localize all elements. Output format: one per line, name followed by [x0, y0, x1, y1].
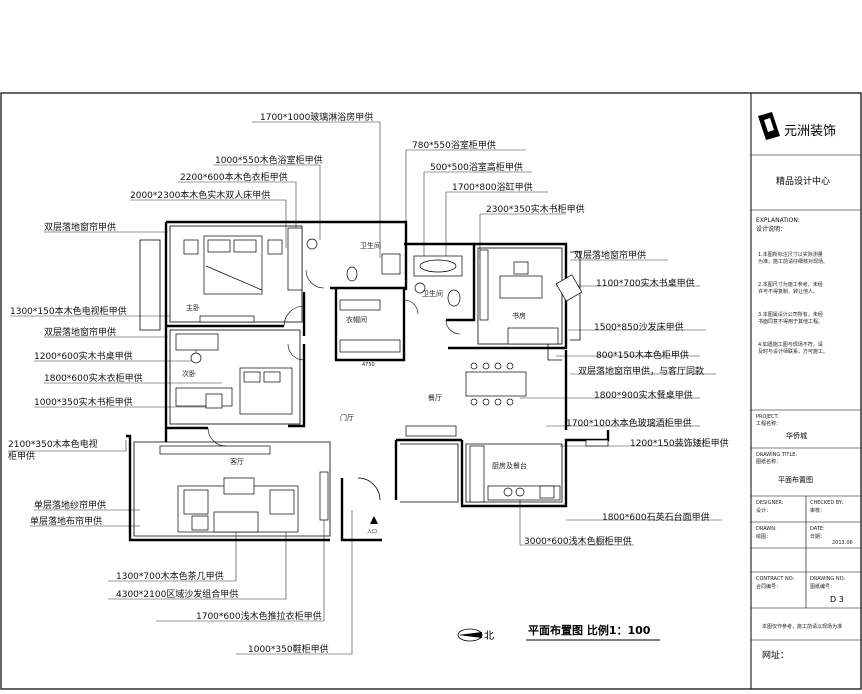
company-name: 元洲装饰	[784, 124, 836, 139]
room-hall: 门厅	[340, 413, 354, 422]
designer-label: DESIGNER:	[756, 500, 784, 506]
labels-left-6: 双层落地窗帘甲供	[44, 326, 116, 338]
labels-left-16: 1700*600浅木色推拉衣柜甲供	[196, 610, 322, 622]
date-cn: 日期：	[810, 534, 825, 540]
labels-left-13: 单层落地布帘甲供	[30, 515, 102, 527]
room-kitchen: 厨房及餐台	[492, 461, 527, 470]
checker-cn: 审核：	[810, 507, 825, 514]
room-master: 主卧	[186, 303, 200, 312]
project-name: 华侨城	[786, 431, 807, 440]
labels-left-8: 1800*600实木衣柜甲供	[44, 372, 143, 384]
labels-right-1: 1100*700实木书桌甲供	[596, 277, 695, 289]
project-cn: 工程名称：	[756, 420, 781, 427]
room-bath2: 卫生间	[422, 289, 443, 298]
explanation-cn: 设计说明：	[756, 225, 786, 233]
furniture-labels-right: 双层落地窗帘甲供 1100*700实木书桌甲供 1500*850沙发床甲供 800*1…	[524, 249, 729, 547]
labels-top-1: 500*500浴室高柜甲供	[430, 161, 523, 173]
door-swings	[207, 269, 461, 447]
footer-website: 网址：	[762, 649, 789, 661]
furniture-labels-left: 1700*1000玻璃淋浴房甲供 1000*550木色浴室柜甲供 2200*600本…	[8, 111, 373, 655]
labels-right-2: 1500*850沙发床甲供	[594, 321, 684, 333]
labels-left-7: 1200*600实木书桌甲供	[34, 350, 133, 362]
labels-left-17: 1000*350鞋柜甲供	[248, 643, 329, 655]
room-labels: 卫生间 卫生间 主卧 次卧 书房 衣帽间 客厅 餐厅 厨房及餐台 门厅 4750…	[182, 241, 527, 535]
room-bath1: 卫生间	[360, 241, 381, 250]
labels-right-8: 1800*600石英石台面甲供	[602, 511, 710, 523]
designer-cn: 设计：	[756, 507, 771, 514]
design-note-2-0: 3.本图属设计公司所有，未经	[758, 311, 823, 318]
design-note-1-0: 2.本图尺寸为施工参考，未经	[758, 281, 823, 288]
date-value: 2013.06	[832, 540, 853, 546]
drawing-label: DRAWING TITLE:	[756, 452, 797, 458]
labels-left-12: 单层落地纱帘甲供	[34, 499, 106, 511]
room-dining: 餐厅	[428, 393, 442, 402]
title-block-grid	[751, 154, 861, 641]
room-study: 书房	[512, 311, 526, 320]
labels-right-0: 双层落地窗帘甲供	[574, 249, 646, 261]
drawn-label: DRAWN:	[756, 526, 777, 532]
wall-inner-lines	[133, 225, 581, 537]
design-note-3-0: 4.如遇施工图与现场不符，请	[758, 341, 823, 348]
design-note-2-1: 书面同意不得用于其他工程。	[758, 318, 823, 325]
dimension-text: 4750	[362, 362, 375, 368]
labels-top-2: 1700*800浴缸甲供	[452, 181, 533, 193]
drawing-cn: 图纸名称：	[756, 458, 781, 465]
labels-left-10: 2100*350木本色电视	[8, 438, 98, 450]
labels-left-11: 柜甲供	[8, 450, 35, 462]
drawing-no-cn: 图纸编号：	[810, 583, 835, 590]
labels-left-9: 1000*350实木书柜甲供	[34, 396, 133, 408]
design-center: 精品设计中心	[776, 175, 830, 187]
room-second: 次卧	[182, 369, 196, 378]
labels-right-5: 1800*900实木餐桌甲供	[594, 389, 693, 401]
labels-right-9: 3000*600浅木色橱柜甲供	[524, 535, 632, 547]
north-arrow-icon	[457, 628, 483, 642]
company-logo-icon	[758, 112, 780, 140]
labels-right-7: 1200*150装饰矮柜甲供	[630, 437, 729, 449]
labels-right-4: 双层落地窗帘甲供，与客厅同款	[578, 365, 704, 377]
labels-right-6: 1700*100木本色玻璃酒柜甲供	[566, 417, 692, 429]
room-living: 客厅	[230, 457, 244, 466]
labels-right-3: 800*150木本色柜甲供	[596, 349, 689, 361]
labels-left-3: 2000*2300本木色实木双人床甲供	[130, 189, 270, 201]
furniture-labels-top: 780*550浴室柜甲供 500*500浴室高柜甲供 1700*800浴缸甲供 230…	[412, 139, 585, 215]
drawing-no-label: DRAWING NO:	[810, 576, 845, 582]
title-block: 元洲装饰 精品设计中心 EXPLANATION: 设计说明： 1.本图所标注尺寸…	[756, 124, 853, 661]
drawing-no: D 3	[830, 595, 844, 604]
entry-label: 入口	[367, 529, 377, 535]
labels-top-0: 780*550浴室柜甲供	[412, 139, 496, 151]
labels-left-1: 1000*550木色浴室柜甲供	[215, 154, 323, 166]
project-label: PROJECT:	[756, 414, 779, 420]
date-label: DATE:	[810, 526, 825, 532]
design-note-1-1: 许可不得复制、转让他人。	[758, 288, 818, 295]
labels-left-14: 1300*700木本色茶几甲供	[116, 570, 224, 582]
labels-top-3: 2300*350实木书柜甲供	[486, 203, 585, 215]
contract-label: CONTRACT NO:	[756, 576, 795, 582]
labels-left-2: 2200*600本木色衣柜甲供	[180, 171, 288, 183]
furniture	[159, 227, 609, 533]
labels-left-4: 双层落地窗帘甲供	[44, 221, 116, 233]
design-note-0-1: 为准，施工前请仔细核对现场。	[758, 258, 828, 265]
drawing-name: 平面布置图	[778, 475, 813, 484]
labels-left-0: 1700*1000玻璃淋浴房甲供	[260, 111, 373, 123]
design-note-3-1: 及时与设计师联系，方可施工。	[758, 348, 828, 355]
plan-title: 平面布置图 比例1：100	[528, 623, 651, 637]
drawn-cn: 绘图：	[756, 533, 771, 540]
entry-arrow-icon	[370, 516, 378, 524]
contract-cn: 合同编号：	[756, 583, 781, 590]
labels-left-5: 1300*150本木色电视柜甲供	[10, 305, 127, 317]
footer-note: 本图仅作参考，施工前请以现场为准	[762, 623, 842, 630]
labels-left-15: 4300*2100区域沙发组合甲供	[116, 588, 238, 600]
explanation-en: EXPLANATION:	[756, 217, 800, 224]
design-note-0-0: 1.本图所标注尺寸以实际测量	[758, 251, 823, 258]
north-label: 北	[484, 630, 494, 642]
room-cloak: 衣帽间	[346, 315, 367, 324]
checker-label: CHECKED BY:	[810, 500, 843, 506]
